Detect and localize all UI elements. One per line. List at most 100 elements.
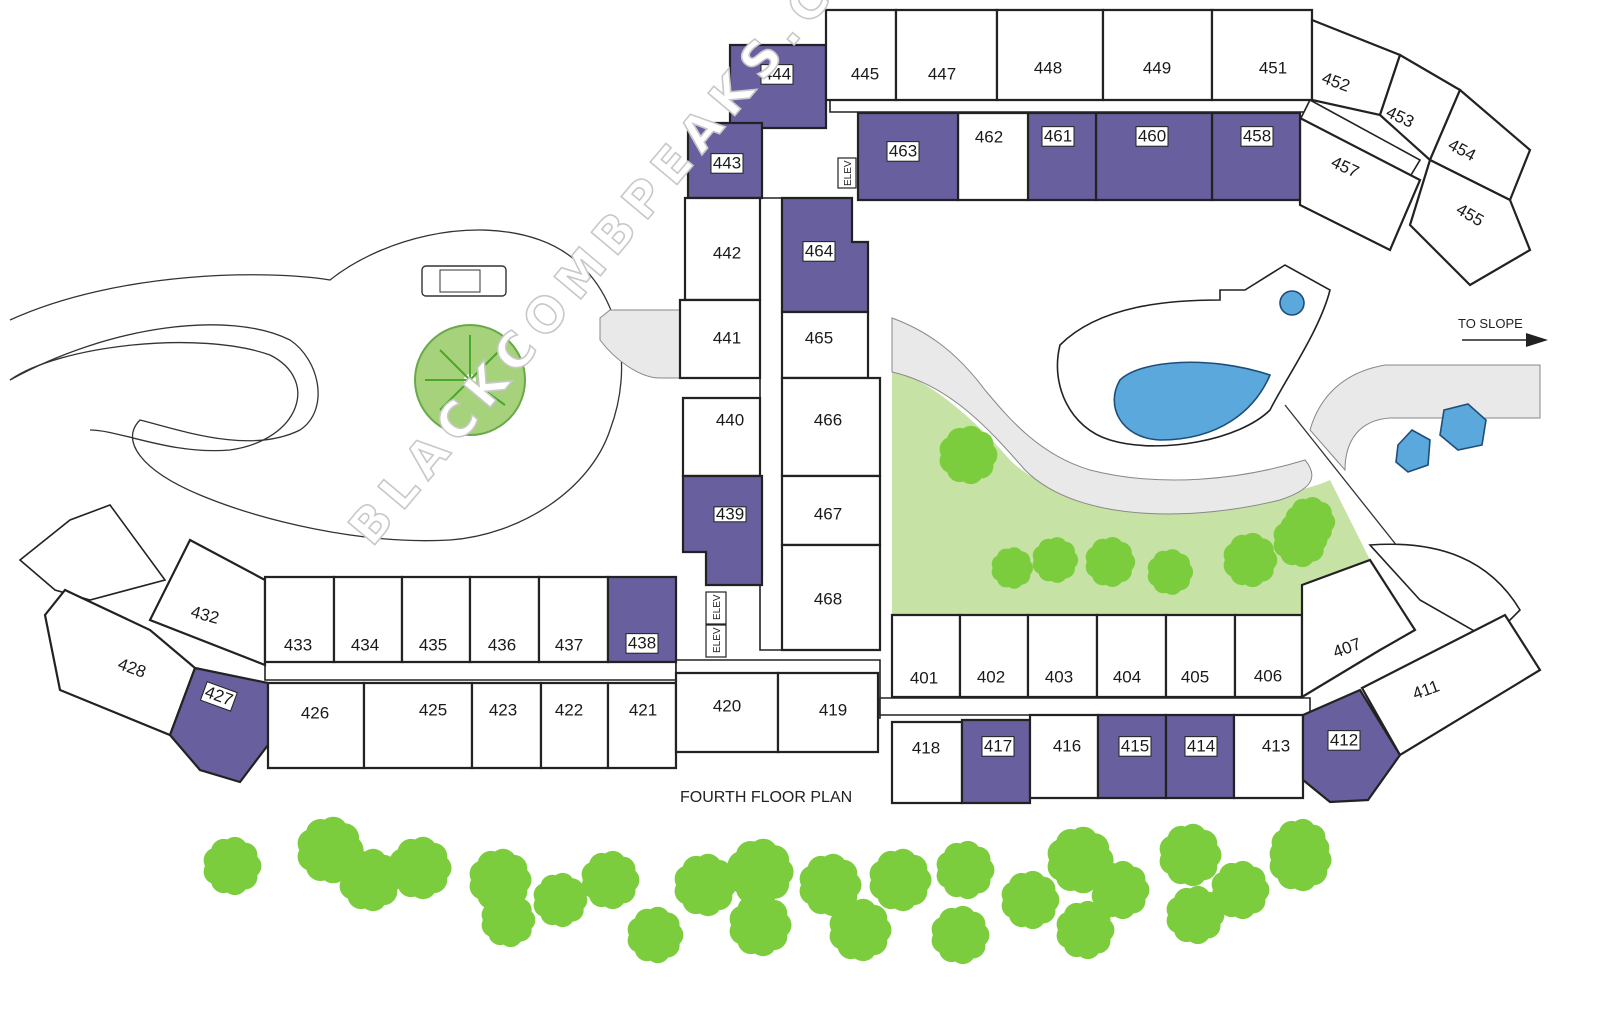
unit-number: 447 xyxy=(928,65,956,84)
elevator-label: ELEV xyxy=(843,160,854,186)
tree-icon xyxy=(1271,818,1330,878)
unit-outline xyxy=(681,474,764,587)
tree-icon xyxy=(729,893,792,957)
unit-436[interactable]: 436 xyxy=(468,575,541,664)
unit-427[interactable]: 427 xyxy=(168,666,270,784)
unit-455[interactable]: 455 xyxy=(1408,158,1532,287)
unit-number: 465 xyxy=(805,329,833,348)
unit-number: 401 xyxy=(910,669,938,688)
unit-437[interactable]: 437 xyxy=(537,575,610,664)
unit-406[interactable]: 406 xyxy=(1233,613,1304,699)
unit-421[interactable]: 421 xyxy=(606,681,678,770)
unit-outline xyxy=(266,681,366,770)
unit-422[interactable]: 422 xyxy=(539,681,610,770)
tree-icon xyxy=(869,848,932,912)
unit-number: 406 xyxy=(1254,667,1282,686)
unit-435[interactable]: 435 xyxy=(400,575,472,664)
unit-number: 460 xyxy=(1138,127,1166,146)
unit-number: 448 xyxy=(1034,59,1062,78)
unit-423[interactable]: 423 xyxy=(470,681,543,770)
unit-432[interactable]: 432 xyxy=(148,538,267,667)
unit-425[interactable]: 425 xyxy=(362,681,474,770)
unit-411[interactable]: 411 xyxy=(1360,613,1542,757)
unit-number: 444 xyxy=(763,65,791,84)
unit-number: 443 xyxy=(713,154,741,173)
tree-icon xyxy=(799,853,862,917)
unit-428[interactable]: 428 xyxy=(43,588,197,737)
unit-434[interactable]: 434 xyxy=(332,575,404,664)
unit-426[interactable]: 426 xyxy=(266,681,366,770)
unit-439[interactable]: 439 xyxy=(681,474,764,587)
tree-icon xyxy=(936,840,995,900)
unit-466[interactable]: 466 xyxy=(780,376,882,478)
unit-464[interactable]: 464 xyxy=(780,196,870,314)
unit-407[interactable]: 407 xyxy=(1300,558,1417,699)
elevator-north: ELEV xyxy=(837,157,857,189)
unit-461[interactable]: 461 xyxy=(1026,111,1098,202)
unit-447[interactable]: 447 xyxy=(894,8,999,102)
unit-label-box xyxy=(625,633,659,654)
unit-number: 461 xyxy=(1044,127,1072,146)
unit-outline xyxy=(776,671,880,754)
unit-448[interactable]: 448 xyxy=(995,8,1105,102)
unit-label-box xyxy=(199,681,238,712)
unit-number: 439 xyxy=(716,505,744,524)
hot-tub xyxy=(1279,290,1305,316)
unit-outline xyxy=(960,718,1032,805)
unit-460[interactable]: 460 xyxy=(1094,111,1214,202)
unit-420[interactable]: 420 xyxy=(674,671,780,754)
unit-416[interactable]: 416 xyxy=(1028,713,1100,800)
unit-458[interactable]: 458 xyxy=(1210,111,1302,202)
unit-468[interactable]: 468 xyxy=(780,543,882,652)
unit-number: 433 xyxy=(284,636,312,655)
unit-433[interactable]: 433 xyxy=(263,575,336,664)
shrub-icon xyxy=(1032,537,1079,583)
to-slope-arrow: TO SLOPE xyxy=(1458,316,1548,347)
unit-number: 445 xyxy=(851,65,879,84)
unit-453[interactable]: 453 xyxy=(1378,53,1462,162)
unit-401[interactable]: 401 xyxy=(890,613,962,699)
unit-number: 436 xyxy=(488,636,516,655)
unit-413[interactable]: 413 xyxy=(1232,713,1305,800)
unit-404[interactable]: 404 xyxy=(1095,613,1168,699)
unit-412[interactable]: 412 xyxy=(1301,688,1402,804)
unit-label-box xyxy=(1240,126,1274,147)
unit-443[interactable]: 443 xyxy=(686,121,764,200)
unit-outline xyxy=(606,575,678,664)
unit-outline xyxy=(1300,558,1417,699)
unit-number: 467 xyxy=(814,505,842,524)
unit-444[interactable]: 444 xyxy=(728,43,828,130)
unit-417[interactable]: 417 xyxy=(960,718,1032,805)
unit-419[interactable]: 419 xyxy=(776,671,880,754)
unit-418[interactable]: 418 xyxy=(890,720,964,805)
unit-442[interactable]: 442 xyxy=(683,196,762,302)
unit-label-box xyxy=(802,241,836,262)
tree-icon xyxy=(389,836,452,900)
unit-outline xyxy=(678,298,762,380)
unit-438[interactable]: 438 xyxy=(606,575,678,664)
unit-465[interactable]: 465 xyxy=(780,310,870,380)
unit-414[interactable]: 414 xyxy=(1164,713,1236,800)
unit-463[interactable]: 463 xyxy=(856,111,960,202)
unit-441[interactable]: 441 xyxy=(678,298,762,380)
unit-449[interactable]: 449 xyxy=(1101,8,1214,102)
unit-445[interactable]: 445 xyxy=(824,8,898,102)
unit-440[interactable]: 440 xyxy=(681,396,762,478)
unit-label-box xyxy=(760,64,794,85)
tree-icon xyxy=(627,906,684,964)
unit-403[interactable]: 403 xyxy=(1026,613,1099,699)
unit-number: 451 xyxy=(1259,59,1287,78)
unit-451[interactable]: 451 xyxy=(1210,8,1314,102)
unit-number: 415 xyxy=(1121,737,1149,756)
unit-405[interactable]: 405 xyxy=(1164,613,1237,699)
tree-icon xyxy=(727,838,794,906)
unit-outline xyxy=(728,43,828,130)
courtyard-shrubs xyxy=(939,425,1336,595)
unit-label-box xyxy=(713,506,747,523)
unit-415[interactable]: 415 xyxy=(1096,713,1168,800)
unit-number: 468 xyxy=(814,590,842,609)
unit-462[interactable]: 462 xyxy=(956,111,1030,202)
unit-467[interactable]: 467 xyxy=(780,474,882,547)
unit-402[interactable]: 402 xyxy=(958,613,1030,699)
